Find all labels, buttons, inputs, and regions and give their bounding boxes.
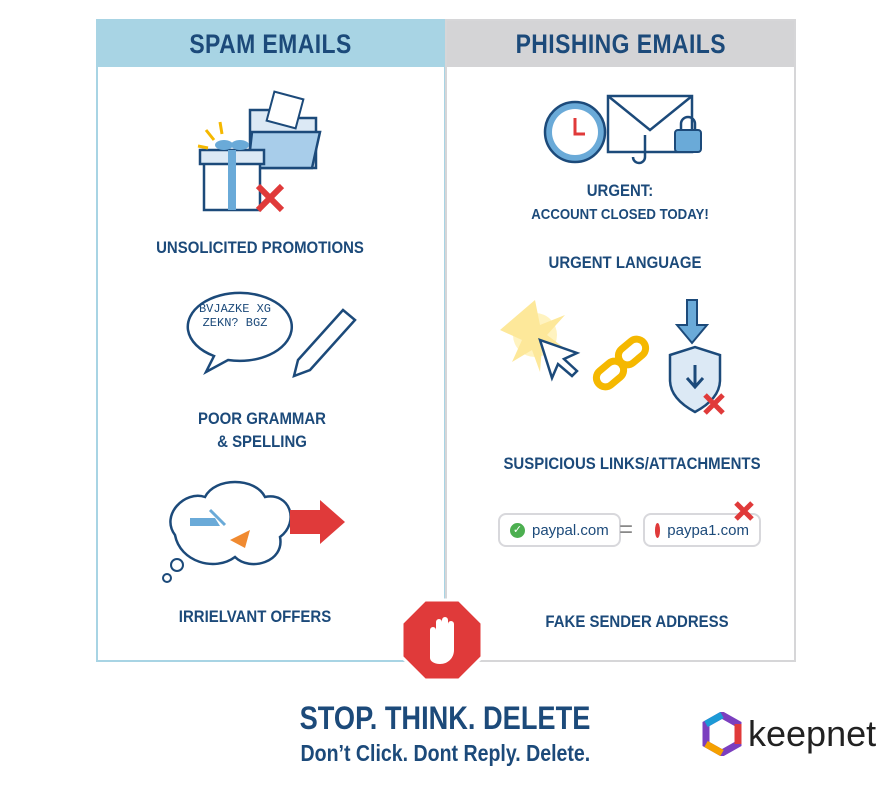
real-sender-pill: ✓ paypal.com [498,513,621,547]
label-irrelevant-offers: IRRIELVANT OFFERS [178,607,332,626]
label-urgent: URGENT: [586,181,654,200]
thought-cloud-arrow-icon [162,480,345,583]
spam-panel: SPAM EMAILS [96,19,446,662]
fake-domain: paypa1.com [667,521,749,539]
phishing-title: PHISHING EMAILS [515,28,726,59]
gift-folder-icon [197,90,322,213]
label-account-closed: ACCOUNT CLOSED TODAY! [531,206,709,223]
real-domain: paypal.com [532,521,609,539]
spam-header: SPAM EMAILS [98,21,444,67]
clock-envelope-lock-icon [543,94,702,165]
garbled-bubble-text: BVJAZKE XGZEKN? BGZ [198,302,271,330]
footer-title: STOP. THINK. DELETE [299,700,591,736]
keepnet-logo: keepnet [700,712,876,756]
x-mark-icon [734,501,754,521]
spam-title: SPAM EMAILS [189,28,353,59]
keepnet-wordmark: keepnet [748,713,877,754]
label-spelling: & SPELLING [217,432,307,451]
phishing-header: PHISHING EMAILS [447,21,794,67]
stop-hand-icon [400,598,484,682]
link-shield-cursor-icon [500,299,725,415]
speech-bubble-pencil-icon [186,291,357,379]
red-dot-icon [655,522,661,538]
check-icon: ✓ [510,522,525,538]
fake-sender-pill: paypa1.com [643,513,761,547]
label-unsolicited-promotions: UNSOLICITED PROMOTIONS [156,238,364,257]
keepnet-logo-icon [702,712,742,756]
label-suspicious-links: SUSPICIOUS LINKS/ATTACHMENTS [503,454,761,473]
label-poor-grammar: POOR GRAMMAR [198,409,326,428]
equals-sign: = [619,516,634,543]
label-urgent-language: URGENT LANGUAGE [548,253,702,272]
footer-subtitle: Don’t Click. Dont Reply. Delete. [300,740,590,766]
label-fake-sender: FAKE SENDER ADDRESS [545,612,729,631]
phishing-panel: PHISHING EMAILS [445,19,796,662]
